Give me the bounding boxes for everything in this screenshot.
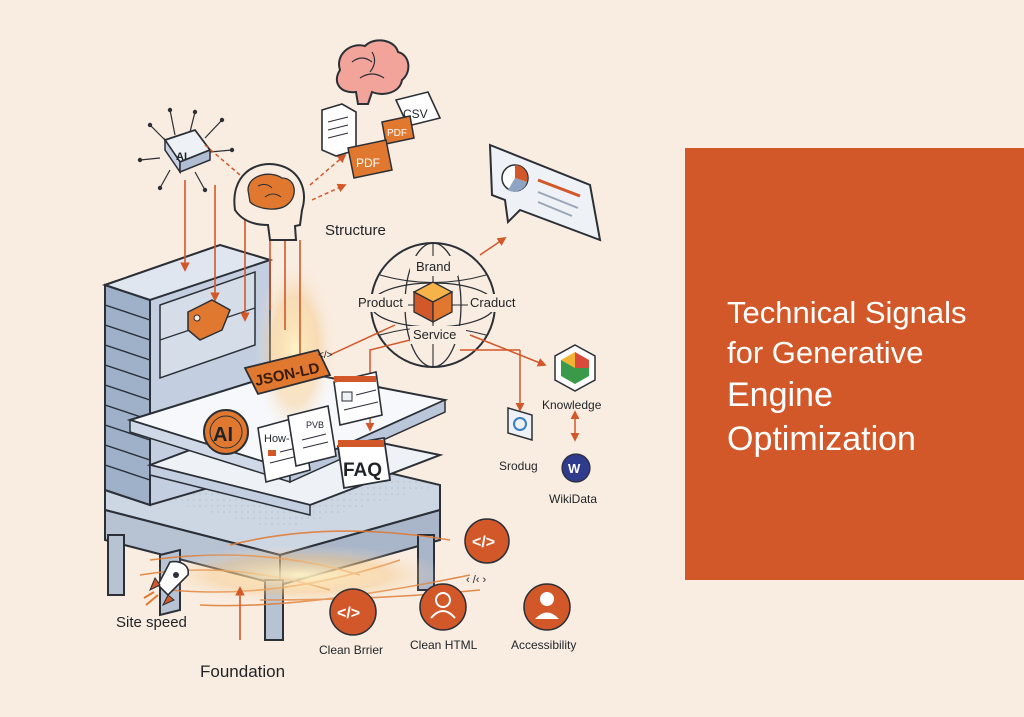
knowledge-node: Knowledge (542, 344, 602, 412)
pvb-document-icon: PVB (287, 405, 337, 467)
icon-clean-html: Clean HTML (410, 583, 478, 652)
code-badge-label: </> (472, 534, 495, 551)
wikidata-label: WikiData (549, 492, 597, 506)
head-brain-icon (233, 163, 305, 241)
knowledge-label: Knowledge (542, 398, 602, 412)
pdf-large-label: PDF (356, 156, 380, 170)
code-small-icon: </> (318, 350, 333, 361)
json-ld-badge: JSON-LD (243, 348, 332, 396)
foundation-glow (150, 545, 450, 605)
accessibility-label: Accessibility (511, 638, 576, 652)
site-speed-label: Site speed (116, 614, 187, 631)
tag-icon (187, 299, 231, 341)
panel-title-line-4: Optimization (727, 420, 916, 458)
faq-document-icon: FAQ (336, 436, 392, 490)
faq-label: FAQ (343, 460, 382, 481)
globe-product-label: Product (358, 295, 403, 310)
entity-globe: Brand Product Craduct Service (356, 242, 524, 368)
signal-arrows (180, 180, 301, 640)
document-icon (321, 103, 357, 157)
globe-craduct-label: Craduct (470, 295, 516, 310)
presentation-bubble-icon (488, 143, 602, 242)
foundation-label: Foundation (200, 662, 285, 681)
structure-label: Structure (325, 222, 386, 239)
panel-title-line-2: for Generative (727, 335, 924, 370)
pdf-small-icon: PDF (381, 115, 415, 145)
pdf-large-icon: PDF (347, 139, 393, 179)
ai-badge-label: AI (213, 424, 233, 446)
pvb-label: PVB (306, 420, 324, 430)
person-icon (535, 592, 559, 619)
person-icon (430, 592, 456, 619)
head-to-docs-arrows (204, 144, 347, 201)
file-documents: CSV PDF PDF (321, 91, 442, 179)
icon-clean-brrier: </> Clean Brrier (319, 588, 383, 657)
code-badge-icon: </> (464, 518, 510, 564)
icon-accessibility: Accessibility (511, 583, 576, 652)
rocket-icon (143, 560, 190, 607)
globe-service-label: Service (413, 327, 456, 342)
code-ghost-icon: ‹ /‹ › (466, 574, 486, 586)
clean-html-label: Clean HTML (410, 638, 478, 652)
panel-title: Technical Signals for Generative Engine … (727, 293, 1017, 461)
title-panel: Technical Signals for Generative Engine … (685, 148, 1024, 580)
clean-brrier-label: Clean Brrier (319, 643, 383, 657)
srodug-label: Srodug (499, 459, 538, 473)
light-beam (255, 260, 335, 440)
wikidata-badge-icon: W (568, 461, 581, 476)
ai-badge-icon: AI (203, 409, 249, 455)
pdf-small-label: PDF (387, 128, 407, 139)
brain-icon (335, 39, 410, 105)
code-icon: </> (337, 605, 360, 622)
ai-chip-label: AI (176, 151, 187, 163)
globe-brand-label: Brand (416, 259, 451, 274)
wikidata-node: W WikiData (549, 453, 597, 506)
panel-title-line-3: Engine (727, 376, 833, 414)
list-document-icon (333, 371, 383, 426)
ai-chip-icon: AI (137, 107, 235, 193)
panel-title-line-1: Technical Signals (727, 295, 967, 330)
srodug-node: Srodug (499, 407, 538, 473)
